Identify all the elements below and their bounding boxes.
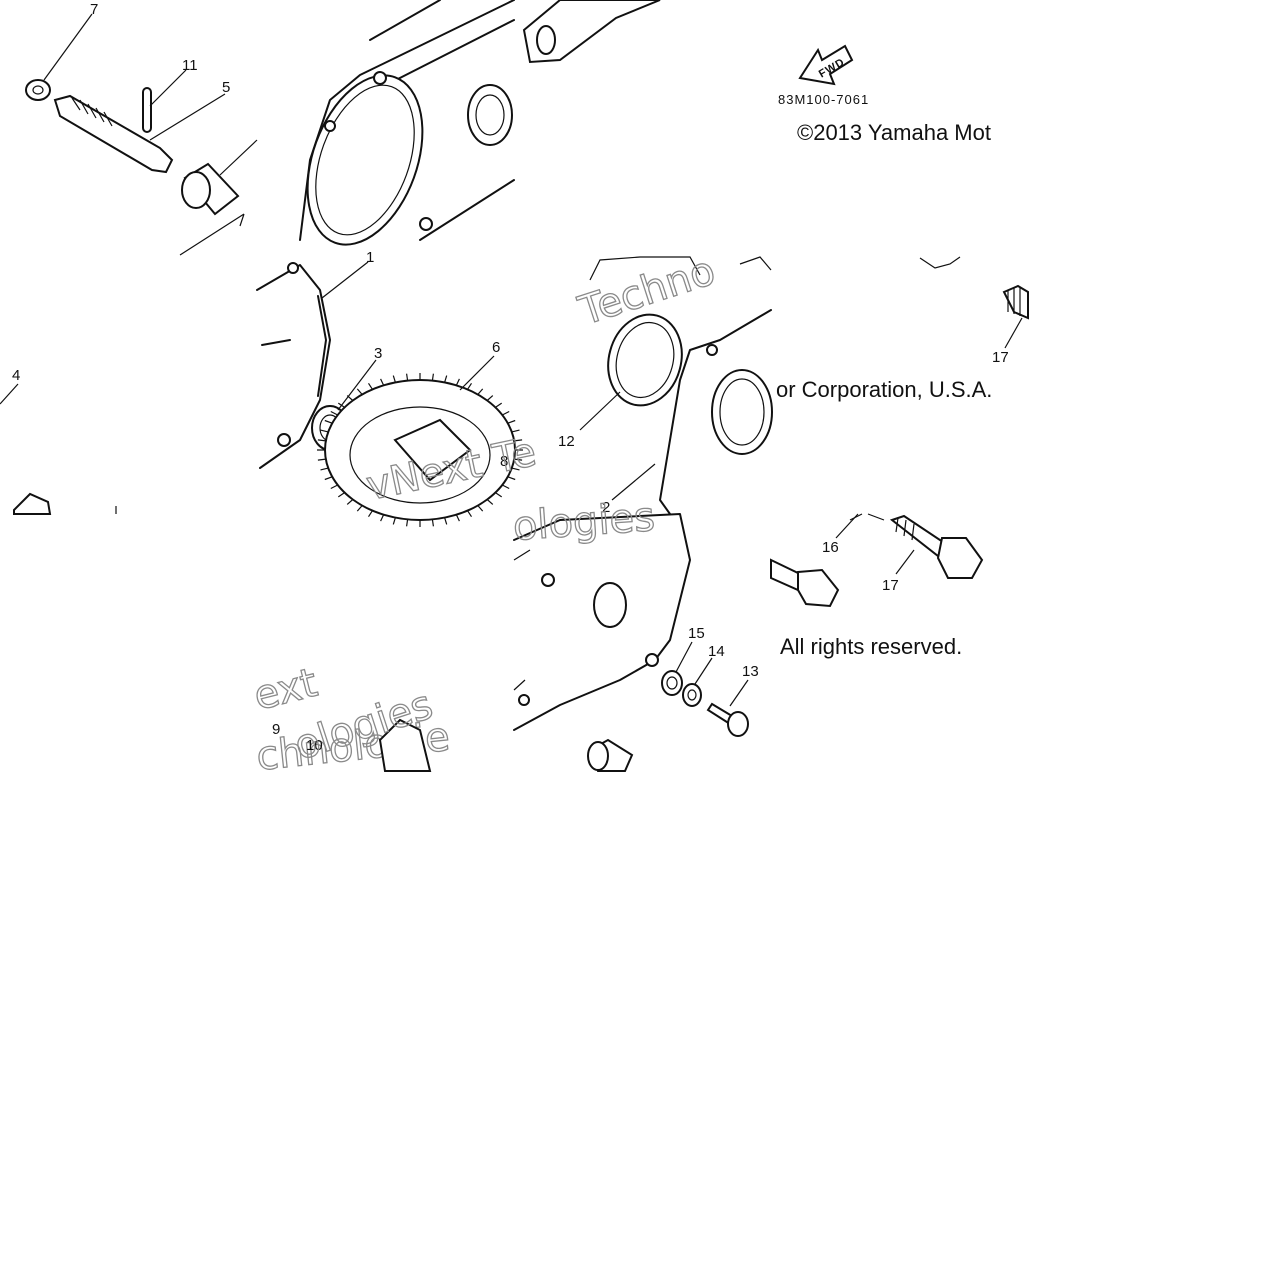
callout-16: 16	[822, 539, 839, 556]
leader-17a	[1004, 317, 1023, 349]
bolt-part-17-lower	[889, 514, 984, 579]
leader-14	[694, 657, 713, 685]
callout-7: 7	[90, 1, 98, 18]
collar-part	[181, 162, 240, 216]
leader-4	[0, 383, 19, 405]
watermark-fragment: ext	[249, 660, 322, 720]
callout-2: 2	[602, 499, 610, 516]
leader-1	[321, 261, 369, 299]
fwd-arrow-icon: FWD	[798, 44, 854, 86]
tile-lower-left: ext chnologie 9 10	[249, 659, 453, 780]
credit-line-3: All rights reserved.	[780, 634, 962, 659]
shaft-part-5	[53, 94, 174, 174]
tile-credit-mid: 17 or Corporation, U.S.A.	[776, 256, 1029, 402]
bolt-part-16	[770, 558, 840, 608]
credit-line-1: ©2013 Yamaha Mot	[797, 120, 991, 145]
leader-17b	[895, 549, 915, 575]
pin-part-11	[142, 87, 152, 133]
leader-2	[611, 463, 656, 501]
oring-part-12	[607, 313, 683, 407]
callout-8: 8	[500, 453, 508, 470]
tile-cover-fasteners: 15 14 13 ologies	[511, 494, 759, 772]
bolt-part-17-upper	[1002, 284, 1029, 320]
callout-1: 1	[366, 249, 374, 266]
callout-12: 12	[558, 433, 575, 450]
callout-10: 10	[306, 737, 323, 754]
dowel-part	[587, 738, 634, 772]
tile-shaft-parts: 7 11 5	[25, 1, 258, 256]
cover-outline	[513, 513, 691, 731]
callout-14: 14	[708, 643, 725, 660]
gasket-part-2	[659, 309, 772, 515]
leader-12	[579, 391, 621, 431]
callout-5: 5	[222, 79, 230, 96]
washer-part-7	[25, 79, 51, 101]
leader-6	[459, 355, 495, 391]
leader-3	[337, 359, 377, 411]
credit-line-2: or Corporation, U.S.A.	[776, 377, 992, 402]
leader-13	[729, 679, 749, 707]
tile-crankcase-top	[299, 0, 515, 246]
watermark-fragment: ologies	[511, 494, 656, 550]
callout-3: 3	[374, 345, 382, 362]
callout-17-lower: 17	[882, 577, 899, 594]
tile-bracket	[522, 0, 661, 64]
callout-17-upper: 17	[992, 349, 1009, 366]
leader-11	[149, 69, 187, 107]
callout-11: 11	[182, 57, 198, 74]
screw-part-13	[706, 702, 749, 737]
leader-15	[675, 641, 693, 673]
tile-bolts-credit: 16 17 All rights reserved.	[770, 513, 984, 659]
callout-13: 13	[742, 663, 759, 680]
case-opening	[306, 74, 424, 246]
callout-6: 6	[492, 339, 500, 356]
seal-opening	[467, 84, 513, 146]
drawing-code: 83M100-7061	[778, 92, 869, 107]
gear-part-6	[317, 373, 523, 527]
tile-gasket: 12 2 Techno	[558, 247, 773, 516]
tile-left-mid: 4	[0, 367, 117, 515]
washer-part-15	[661, 670, 683, 696]
callout-4: 4	[12, 367, 20, 384]
leader-16	[835, 513, 859, 539]
leader-7	[43, 13, 93, 81]
tile-credit-top: FWD 83M100-7061 ©2013 Yamaha Mot	[778, 44, 991, 145]
callout-15: 15	[688, 625, 705, 642]
callout-9: 9	[272, 721, 280, 738]
tile-bearing-gear: 1 3 6 8 vNext Te	[256, 249, 541, 527]
washer-part-14	[682, 683, 702, 707]
leader-5	[149, 93, 226, 141]
